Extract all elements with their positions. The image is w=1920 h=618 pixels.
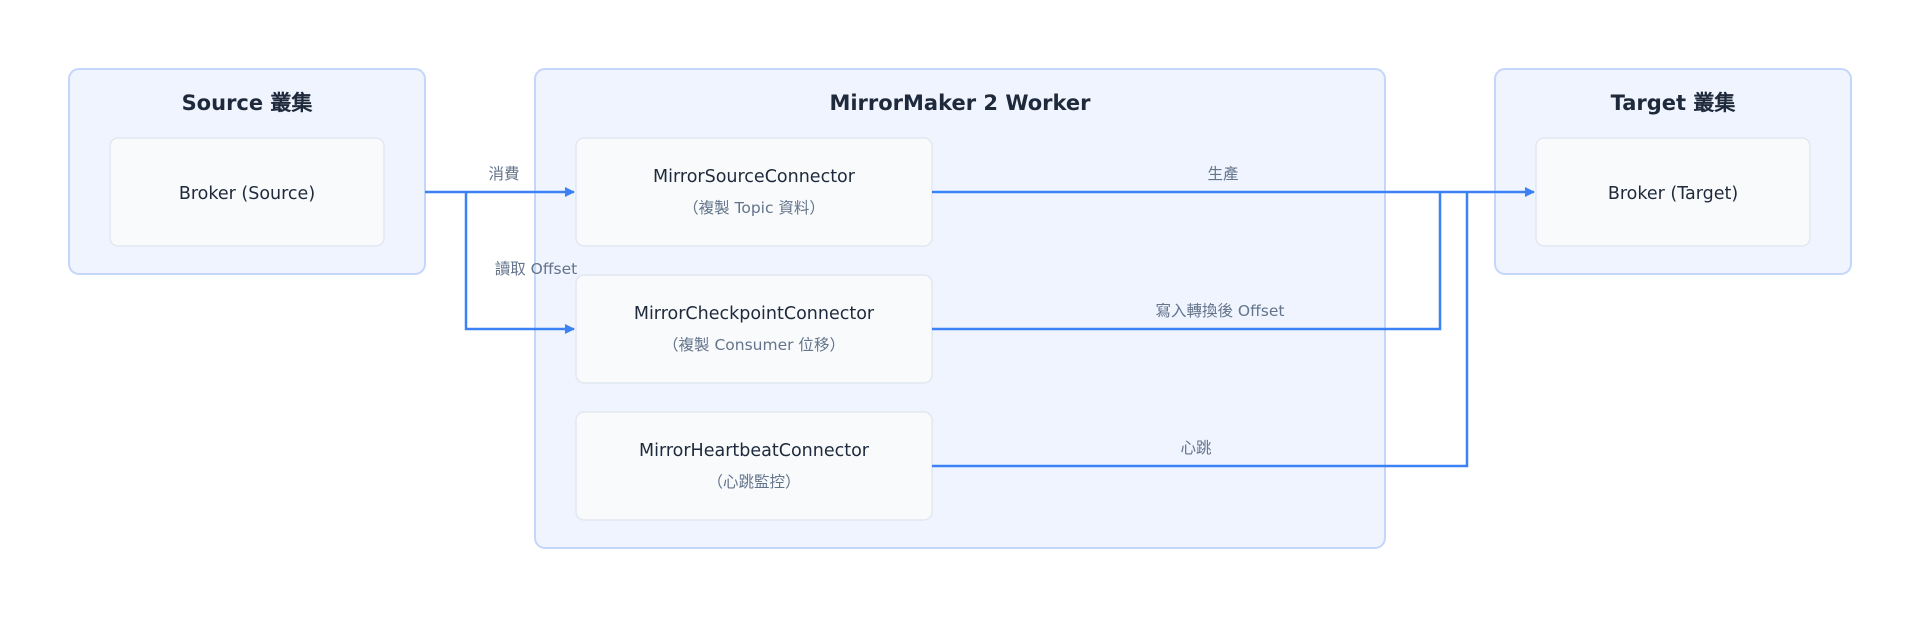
source-cluster-title: Source 叢集 xyxy=(182,91,314,115)
source-connector-label: MirrorSourceConnector xyxy=(653,167,856,187)
source-cluster: Source 叢集 Broker (Source) xyxy=(68,68,426,275)
heartbeat-connector-sublabel: （心跳監控） xyxy=(707,473,800,491)
edge-consume-label: 消費 xyxy=(488,165,519,183)
broker-source-box xyxy=(109,137,385,247)
checkpoint-connector-box xyxy=(575,274,933,384)
broker-target-node[interactable]: Broker (Target) xyxy=(1535,137,1811,247)
checkpoint-connector-sublabel: （複製 Consumer 位移） xyxy=(663,336,845,354)
heartbeat-connector-node[interactable]: MirrorHeartbeatConnector （心跳監控） xyxy=(575,411,933,521)
target-cluster-title: Target 叢集 xyxy=(1611,91,1737,115)
broker-target-label: Broker (Target) xyxy=(1608,184,1738,204)
edge-read-offset-label: 讀取 Offset xyxy=(495,260,578,278)
edges: 消費 讀取 Offset 生產 寫入轉換後 Offset 心跳 xyxy=(425,165,1535,468)
edge-heartbeat-label: 心跳 xyxy=(1180,439,1212,457)
broker-target-box xyxy=(1535,137,1811,247)
worker-cluster: MirrorMaker 2 Worker MirrorSourceConnect… xyxy=(534,68,1386,549)
heartbeat-connector-box xyxy=(575,411,933,521)
edge-heartbeat xyxy=(932,192,1469,468)
broker-source-node[interactable]: Broker (Source) xyxy=(109,137,385,247)
broker-source-label: Broker (Source) xyxy=(179,184,315,204)
target-cluster: Target 叢集 Broker (Target) xyxy=(1494,68,1852,275)
edge-write-offset xyxy=(932,192,1442,331)
checkpoint-connector-label: MirrorCheckpointConnector xyxy=(634,304,875,324)
checkpoint-connector-node[interactable]: MirrorCheckpointConnector （複製 Consumer 位… xyxy=(575,274,933,384)
worker-cluster-title: MirrorMaker 2 Worker xyxy=(829,91,1091,115)
edge-produce-label: 生產 xyxy=(1207,165,1238,183)
source-connector-node[interactable]: MirrorSourceConnector （複製 Topic 資料） xyxy=(575,137,933,247)
edge-write-offset-label: 寫入轉換後 Offset xyxy=(1156,302,1285,320)
source-connector-sublabel: （複製 Topic 資料） xyxy=(683,199,825,217)
source-connector-box xyxy=(575,137,933,247)
edge-read-offset xyxy=(464,192,575,334)
heartbeat-connector-label: MirrorHeartbeatConnector xyxy=(639,441,870,461)
